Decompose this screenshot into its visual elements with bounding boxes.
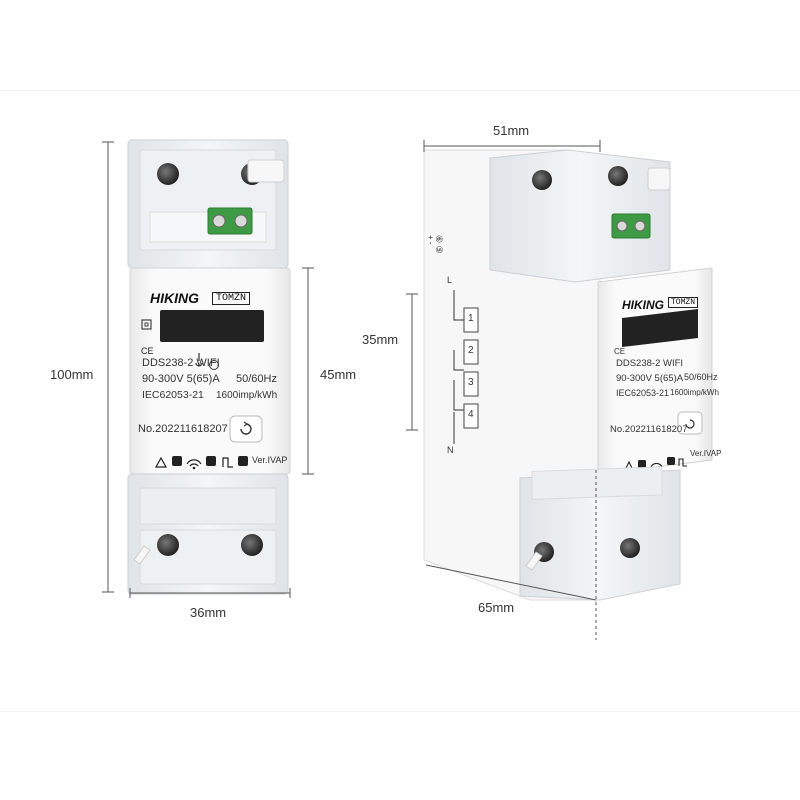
front-brand2: TOMZN: [212, 292, 251, 305]
front-model: DDS238-2 WIFI: [142, 357, 220, 369]
side-terminal-L: L: [447, 275, 453, 285]
front-refresh-icon: [240, 423, 252, 435]
front-terminal-screw-2: [234, 214, 248, 228]
side-brand2: TOMZN: [668, 297, 699, 308]
front-led-3: [238, 456, 248, 466]
side-terminal-box-1: [463, 307, 479, 333]
side-terminal-box-3: [463, 371, 479, 397]
dim-line-65mm: [425, 564, 597, 601]
front-version: Ver.IVAP: [252, 455, 288, 465]
front-pulse-icon: [222, 457, 233, 468]
side-terminal-box-4: [463, 403, 479, 429]
side-led-2: [667, 457, 675, 465]
front-ce-mark: CE: [141, 346, 154, 356]
front-thermometer-icon: [195, 353, 203, 367]
side-reset-button[interactable]: [677, 411, 703, 435]
side-pulse-icon: [678, 458, 687, 467]
front-warning-icon: [154, 456, 168, 468]
side-wiring-diagram: [453, 290, 464, 444]
side-terminal-block: [611, 213, 651, 239]
side-impulse: 1600imp/kWh: [670, 388, 719, 397]
side-terminal-label-4: 4: [468, 409, 474, 420]
label-width-front: 36mm: [190, 605, 227, 620]
front-spec1: 90-300V 5(65)A: [142, 373, 220, 385]
front-dimension-lines: [102, 141, 314, 598]
front-reset-button[interactable]: [229, 415, 263, 443]
side-standard: IEC62053-21: [616, 388, 670, 398]
front-standard: IEC62053-21: [142, 389, 204, 401]
front-device: [127, 139, 291, 595]
label-height-body: 45mm: [320, 367, 357, 382]
front-bottom-ledge: [139, 487, 277, 525]
side-model: DDS238-2 WIFI: [616, 358, 684, 369]
front-double-insulation-icon: [141, 319, 152, 330]
front-led-2: [206, 456, 216, 466]
front-impulse: 1600imp/kWh: [216, 390, 278, 401]
side-terminal-label-1: 1: [468, 313, 474, 324]
side-dimension-lines: [406, 140, 601, 640]
front-bottom-screw-right: [241, 534, 263, 556]
side-lcd-screen: [622, 309, 698, 347]
side-terminal-box-2: [463, 339, 479, 365]
side-terminal-N: N: [447, 445, 454, 455]
side-bottom-screw-right: [620, 538, 640, 558]
side-wifi-icon: [650, 462, 663, 468]
front-seal-clip: [247, 159, 285, 183]
front-din-clip: [133, 545, 151, 565]
side-terminal-label-3: 3: [468, 377, 474, 388]
label-depth-mid: 35mm: [362, 332, 399, 347]
side-seal-clip: [647, 167, 671, 191]
side-led-1: [638, 460, 646, 468]
side-spec2: 50/60Hz: [684, 372, 718, 382]
front-led-1: [172, 456, 182, 466]
label-depth: 65mm: [478, 600, 515, 615]
side-brand-logo: HIKING: [622, 298, 664, 312]
front-lcd-screen: [160, 310, 264, 342]
side-top-screw-right: [608, 166, 628, 186]
front-terminal-screw-1: [212, 214, 226, 228]
side-ce-mark: CE: [614, 347, 626, 356]
front-bottom-screw-left: [157, 534, 179, 556]
side-spec1: 90-300V 5(65)A: [616, 373, 684, 384]
side-din-clip: [525, 551, 543, 571]
side-bottom-ledge: [531, 466, 663, 500]
side-version: Ver.IVAP: [690, 449, 722, 458]
side-device: [423, 149, 713, 601]
side-refresh-icon: [685, 419, 695, 429]
front-wifi-icon: [186, 459, 202, 467]
label-width-side: 51mm: [493, 123, 530, 138]
front-brand-logo: HIKING: [150, 290, 199, 306]
side-terminal-top-polarity: + -: [426, 235, 435, 245]
side-terminal-label-2: 2: [468, 345, 474, 356]
front-serial: No.202211618207: [138, 423, 228, 435]
front-spec2: 50/60Hz: [236, 373, 277, 385]
side-serial: No.202211618207: [610, 424, 688, 435]
label-height-total: 100mm: [50, 367, 94, 382]
side-top-screw-left: [532, 170, 552, 190]
front-top-screw-left: [157, 163, 179, 185]
front-class1-icon: [209, 360, 219, 370]
